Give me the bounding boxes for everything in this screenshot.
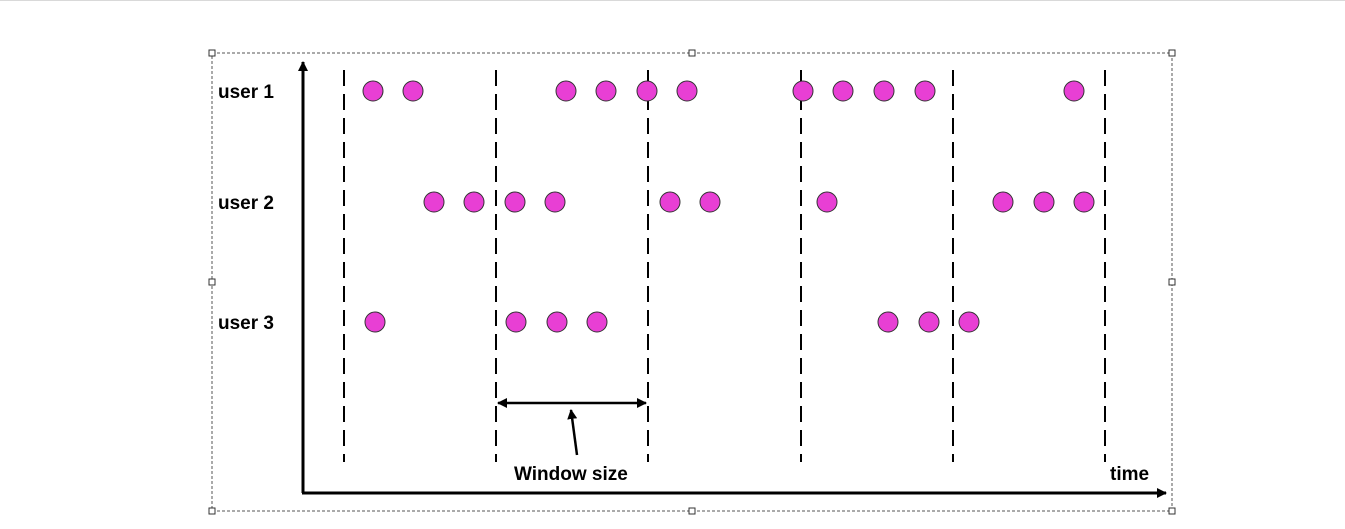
user-3-event-3 [546, 311, 568, 333]
user-1-event-3 [555, 80, 577, 102]
user-3-event-2 [505, 311, 527, 333]
selection-frame[interactable] [208, 49, 1176, 515]
user-1-event-8 [832, 80, 854, 102]
user-3-label: user 3 [218, 313, 274, 334]
user-1-event-11 [1063, 80, 1085, 102]
window-size-label: Window size [514, 464, 628, 485]
selection-handles[interactable] [208, 49, 1176, 515]
user-2-label: user 2 [218, 193, 274, 214]
handle-bottom-right[interactable] [1168, 507, 1176, 515]
user-2-event-1 [423, 191, 445, 213]
user-2-event-8 [992, 191, 1014, 213]
handle-bottom-left[interactable] [208, 507, 216, 515]
time-axis-label: time [1110, 464, 1149, 485]
user-1-event-4 [595, 80, 617, 102]
user-2-event-2 [463, 191, 485, 213]
handle-top-right[interactable] [1168, 49, 1176, 57]
window-size-annotation: Window size [497, 398, 647, 485]
window-size-pointer [567, 409, 579, 456]
user-1-event-10 [914, 80, 936, 102]
user-3-event-7 [958, 311, 980, 333]
user-1-label: user 1 [218, 82, 274, 103]
selection-border [211, 52, 1173, 512]
user-3-event-1 [364, 311, 386, 333]
user-2-event-3 [504, 191, 526, 213]
user-2-event-5 [659, 191, 681, 213]
user-2-event-7 [816, 191, 838, 213]
user-2-event-6 [699, 191, 721, 213]
handle-bottom-center[interactable] [688, 507, 696, 515]
user-2-event-4 [544, 191, 566, 213]
user-1-event-5 [636, 80, 658, 102]
handle-top-center[interactable] [688, 49, 696, 57]
user-2-event-10 [1073, 191, 1095, 213]
user-2-event-9 [1033, 191, 1055, 213]
user-1-event-7 [792, 80, 814, 102]
user-3-event-5 [877, 311, 899, 333]
handle-top-left[interactable] [208, 49, 216, 57]
user-3-event-4 [586, 311, 608, 333]
handle-middle-right[interactable] [1168, 278, 1176, 286]
window-boundaries [343, 70, 1106, 462]
top-rule [0, 0, 1345, 1]
user-1-event-6 [676, 80, 698, 102]
handle-middle-left[interactable] [208, 278, 216, 286]
user-1-event-1 [362, 80, 384, 102]
user-1-event-2 [402, 80, 424, 102]
event-dots [362, 80, 1095, 333]
user-1-event-9 [873, 80, 895, 102]
user-3-event-6 [918, 311, 940, 333]
